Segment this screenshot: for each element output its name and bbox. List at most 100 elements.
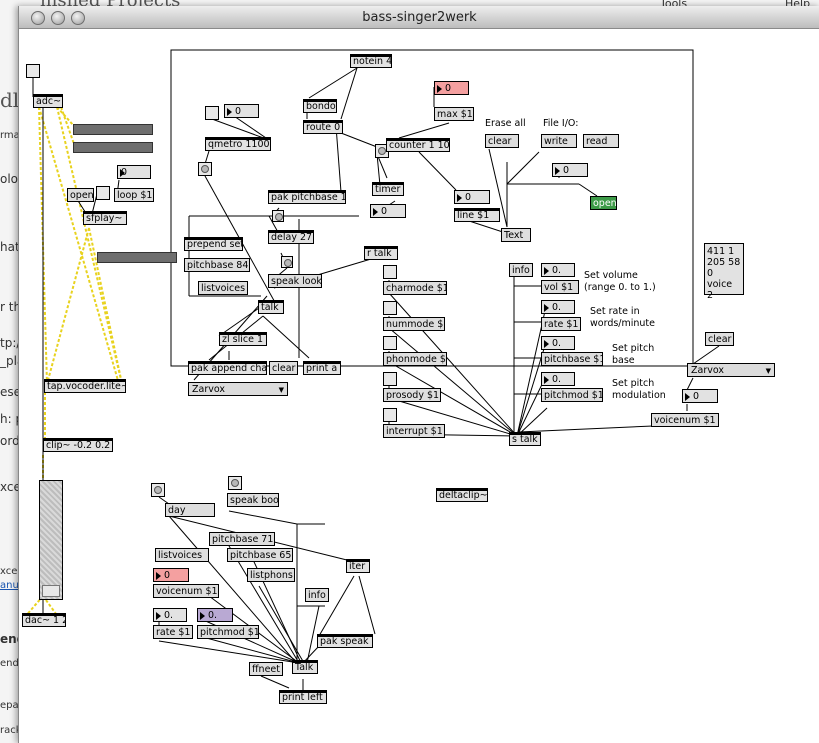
timer-object[interactable]: timer: [372, 182, 404, 196]
listphons-message[interactable]: listphons: [247, 568, 295, 582]
zlslice-object[interactable]: zl slice 1: [219, 332, 267, 346]
pitchbase71-message[interactable]: pitchbase 71.: [209, 532, 275, 546]
pak-pitchbase-object[interactable]: pak pitchbase 1.: [268, 190, 346, 204]
background-tab[interactable]: Help: [785, 0, 811, 10]
voice-menu[interactable]: Zarvox: [188, 382, 288, 397]
close-icon[interactable]: [31, 11, 45, 25]
nummode-message[interactable]: nummode $1: [383, 317, 445, 331]
toggle[interactable]: [26, 64, 40, 78]
line-object[interactable]: line $1: [454, 208, 500, 222]
background-tab[interactable]: Tools: [660, 0, 688, 10]
open-message-green[interactable]: open: [590, 196, 617, 210]
speaklook-message[interactable]: speak look: [268, 274, 322, 288]
toggle[interactable]: [383, 265, 397, 279]
info-message[interactable]: info: [305, 588, 329, 602]
gain-slider-handle[interactable]: [42, 585, 60, 597]
listvoices-message[interactable]: listvoices: [155, 548, 209, 562]
pitchbase-number[interactable]: 0.: [541, 336, 575, 350]
number-box[interactable]: 0: [552, 163, 588, 177]
patcher-canvas[interactable]: adc~ 0 open loop $1 sfplay~ tap.vocoder.…: [19, 6, 819, 743]
bang-button[interactable]: [272, 210, 284, 222]
bang-button[interactable]: [198, 162, 212, 176]
qmetro-object[interactable]: qmetro 1100: [205, 137, 271, 151]
clear-message[interactable]: clear: [485, 134, 519, 148]
bondo-object[interactable]: bondo: [303, 99, 337, 113]
toggle[interactable]: [383, 408, 397, 422]
metro-toggle[interactable]: [205, 106, 219, 120]
counter-object[interactable]: counter 1 10: [386, 138, 450, 152]
info-message[interactable]: info: [509, 263, 533, 277]
bang-button[interactable]: [281, 256, 293, 268]
background-text[interactable]: anua: [0, 580, 25, 591]
iter-object[interactable]: iter: [346, 559, 370, 573]
gain-slider[interactable]: [39, 480, 63, 600]
speakboo-message[interactable]: speak boo: [227, 493, 279, 507]
minimize-icon[interactable]: [51, 11, 65, 25]
toggle[interactable]: [383, 336, 397, 350]
pitchmod-message[interactable]: pitchmod $1: [541, 388, 603, 402]
pitchmod-number[interactable]: 0.: [541, 372, 575, 386]
voice-menu[interactable]: Zarvox: [687, 363, 775, 378]
rate-message[interactable]: rate $1: [541, 317, 581, 331]
phonmode-message[interactable]: phonmode $1: [383, 352, 447, 366]
printa-object[interactable]: print a: [303, 361, 341, 375]
pakspeak-object[interactable]: pak speak s: [317, 634, 373, 648]
open-message[interactable]: open: [67, 188, 94, 202]
talk-object[interactable]: talk: [258, 300, 284, 314]
adc-object[interactable]: adc~: [33, 94, 63, 108]
sfplay-object[interactable]: sfplay~: [83, 211, 127, 225]
route-object[interactable]: route 0: [303, 120, 343, 134]
interrupt-message[interactable]: interrupt $1: [383, 424, 445, 438]
delay-object[interactable]: delay 27: [268, 230, 314, 244]
rate-number[interactable]: 0.: [153, 608, 187, 622]
pakappend-object[interactable]: pak append char: [188, 361, 267, 375]
rtalk-object[interactable]: r talk: [364, 246, 398, 260]
voicenum-message[interactable]: voicenum $1: [651, 413, 719, 427]
max-message[interactable]: max $1: [434, 107, 474, 121]
clear-message[interactable]: clear: [269, 361, 298, 375]
printleft-object[interactable]: print left: [279, 690, 327, 704]
title-bar[interactable]: bass-singer2werk: [19, 6, 819, 29]
voicenum-number[interactable]: 0: [682, 389, 718, 403]
bang-button[interactable]: [228, 476, 242, 490]
timer-number[interactable]: 0: [370, 204, 406, 218]
ffneet-message[interactable]: ffneet: [249, 662, 283, 676]
toggle[interactable]: [383, 372, 397, 386]
read-message[interactable]: read: [583, 134, 619, 148]
notein-object[interactable]: notein 4: [350, 54, 392, 68]
toggle[interactable]: [383, 301, 397, 315]
stalk-object[interactable]: s talk: [509, 432, 541, 446]
pitchbase84-message[interactable]: pitchbase 84.: [184, 258, 250, 272]
voicenum-number[interactable]: 0: [153, 568, 189, 582]
zoom-icon[interactable]: [71, 11, 85, 25]
qmetro-number[interactable]: 0: [224, 104, 259, 118]
clear-message[interactable]: clear: [705, 332, 734, 346]
number-box[interactable]: 0: [454, 190, 490, 204]
deltaclip-object[interactable]: deltaclip~: [436, 488, 488, 502]
pitchmod-message[interactable]: pitchmod $1: [197, 625, 259, 639]
talk-object[interactable]: Talk: [292, 660, 318, 674]
loop-toggle[interactable]: [96, 186, 110, 200]
vol-message[interactable]: vol $1: [541, 280, 579, 294]
pitchbase-message[interactable]: pitchbase $1: [541, 352, 603, 366]
pitchbase65-message[interactable]: pitchbase 65.: [227, 548, 293, 562]
charmode-message[interactable]: charmode $1: [383, 281, 447, 295]
rate-number[interactable]: 0.: [541, 300, 575, 314]
loop-message[interactable]: loop $1: [114, 188, 154, 202]
prepend-object[interactable]: prepend set: [184, 237, 243, 251]
dac-object[interactable]: dac~ 1 2: [22, 613, 66, 627]
write-message[interactable]: write: [541, 134, 577, 148]
volume-number[interactable]: 0.: [541, 263, 575, 277]
loop-number[interactable]: 0: [117, 165, 151, 179]
clip-object[interactable]: clip~ -0.2 0.2: [43, 438, 113, 452]
vocoder-object[interactable]: tap.vocoder.lite~: [44, 379, 126, 393]
listvoices-message[interactable]: listvoices: [198, 281, 248, 295]
day-message[interactable]: day: [165, 503, 215, 517]
max-number[interactable]: 0: [434, 81, 469, 95]
bang-button[interactable]: [151, 483, 165, 497]
voicenum-message[interactable]: voicenum $1: [153, 584, 219, 598]
prosody-message[interactable]: prosody $1: [383, 388, 441, 402]
text-object[interactable]: Text: [501, 228, 531, 242]
rate-message[interactable]: rate $1: [153, 625, 193, 639]
pitchmod-number[interactable]: 0.: [197, 608, 233, 622]
